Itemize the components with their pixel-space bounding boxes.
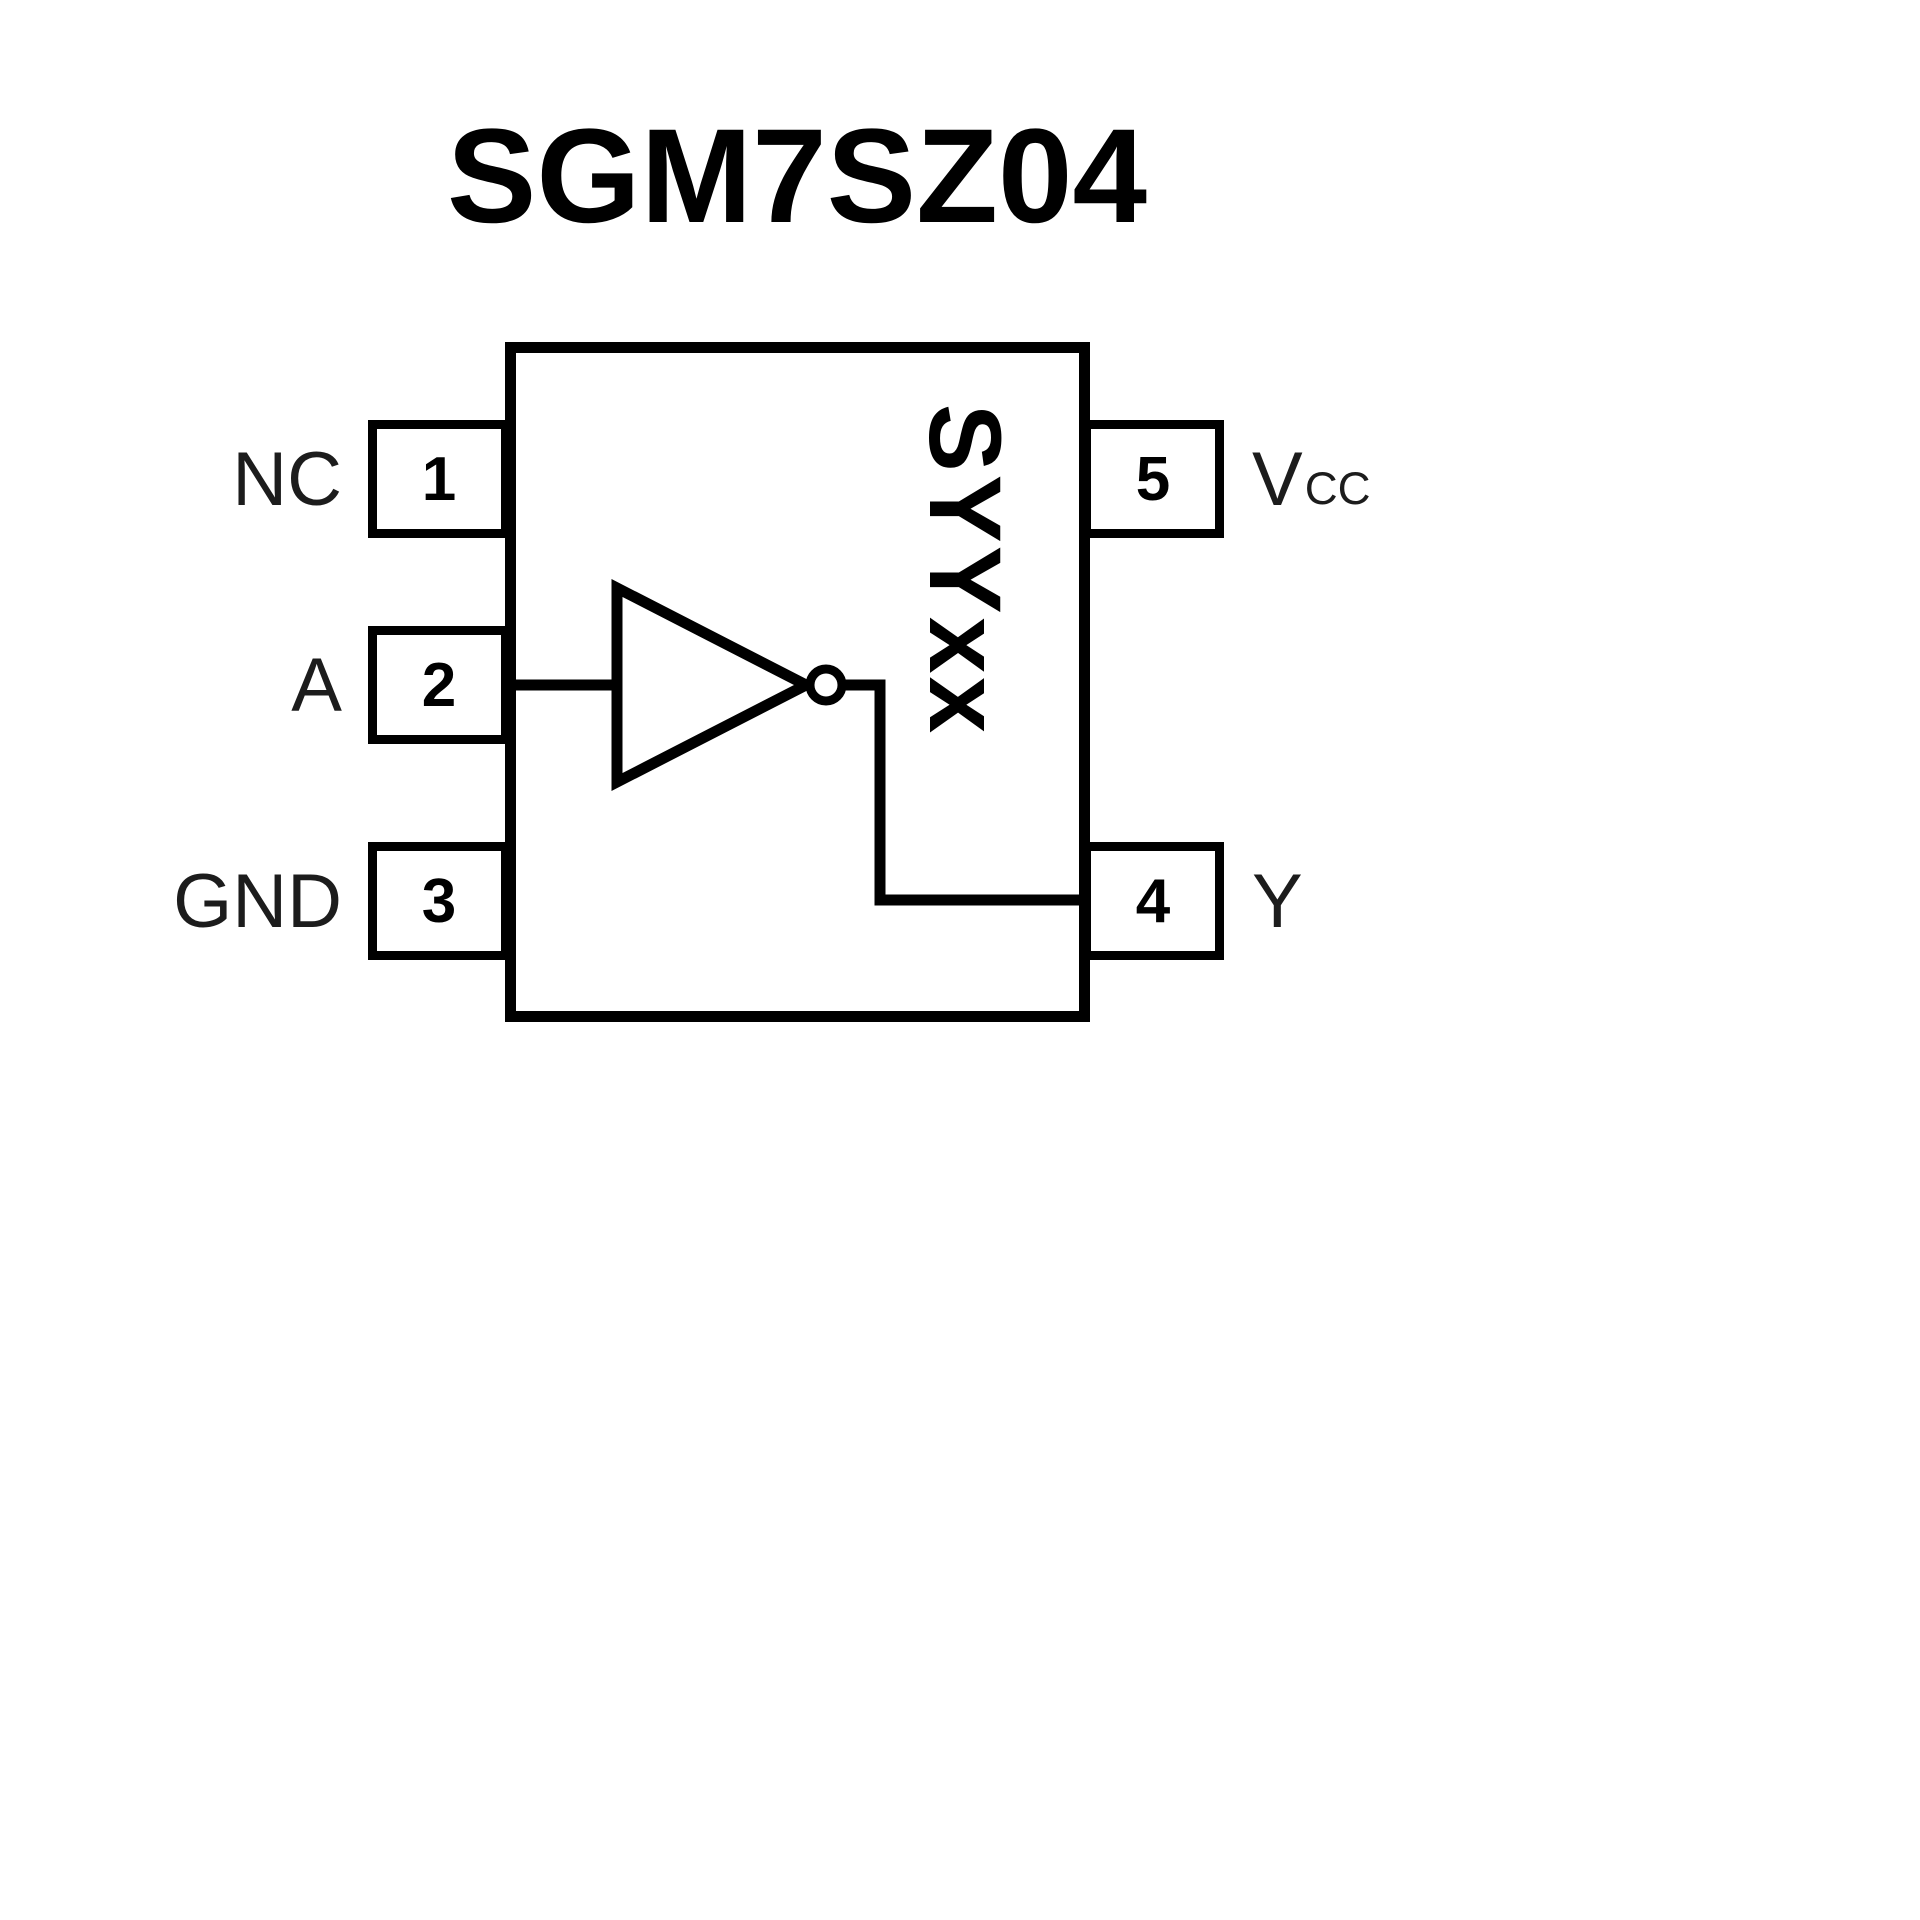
pin-number-4: 4: [1135, 866, 1171, 936]
pin-box-1: 1: [368, 420, 510, 538]
pin-number-1: 1: [421, 444, 457, 514]
device-marking-text: SYYxx: [908, 403, 1023, 737]
pin-label-vcc-sub: CC: [1304, 463, 1371, 515]
pin-number-2: 2: [421, 650, 457, 720]
pin-box-5: 5: [1082, 420, 1224, 538]
pin-box-2: 2: [368, 626, 510, 744]
pin-box-3: 3: [368, 842, 510, 960]
pin-number-5: 5: [1135, 444, 1171, 514]
pin-number-3: 3: [421, 866, 457, 936]
inverter-triangle: [611, 578, 819, 792]
pin-label-y: Y: [1252, 858, 1303, 944]
pin-label-a: A: [291, 642, 342, 728]
inverter-bubble: [805, 664, 847, 706]
pin-label-nc: NC: [232, 436, 342, 522]
output-wire: [842, 679, 1084, 906]
pin-label-vcc-main: V: [1252, 436, 1303, 522]
pin-box-4: 4: [1082, 842, 1224, 960]
chip-title: SGM7SZ04: [446, 102, 1148, 251]
pin-label-gnd: GND: [173, 858, 342, 944]
